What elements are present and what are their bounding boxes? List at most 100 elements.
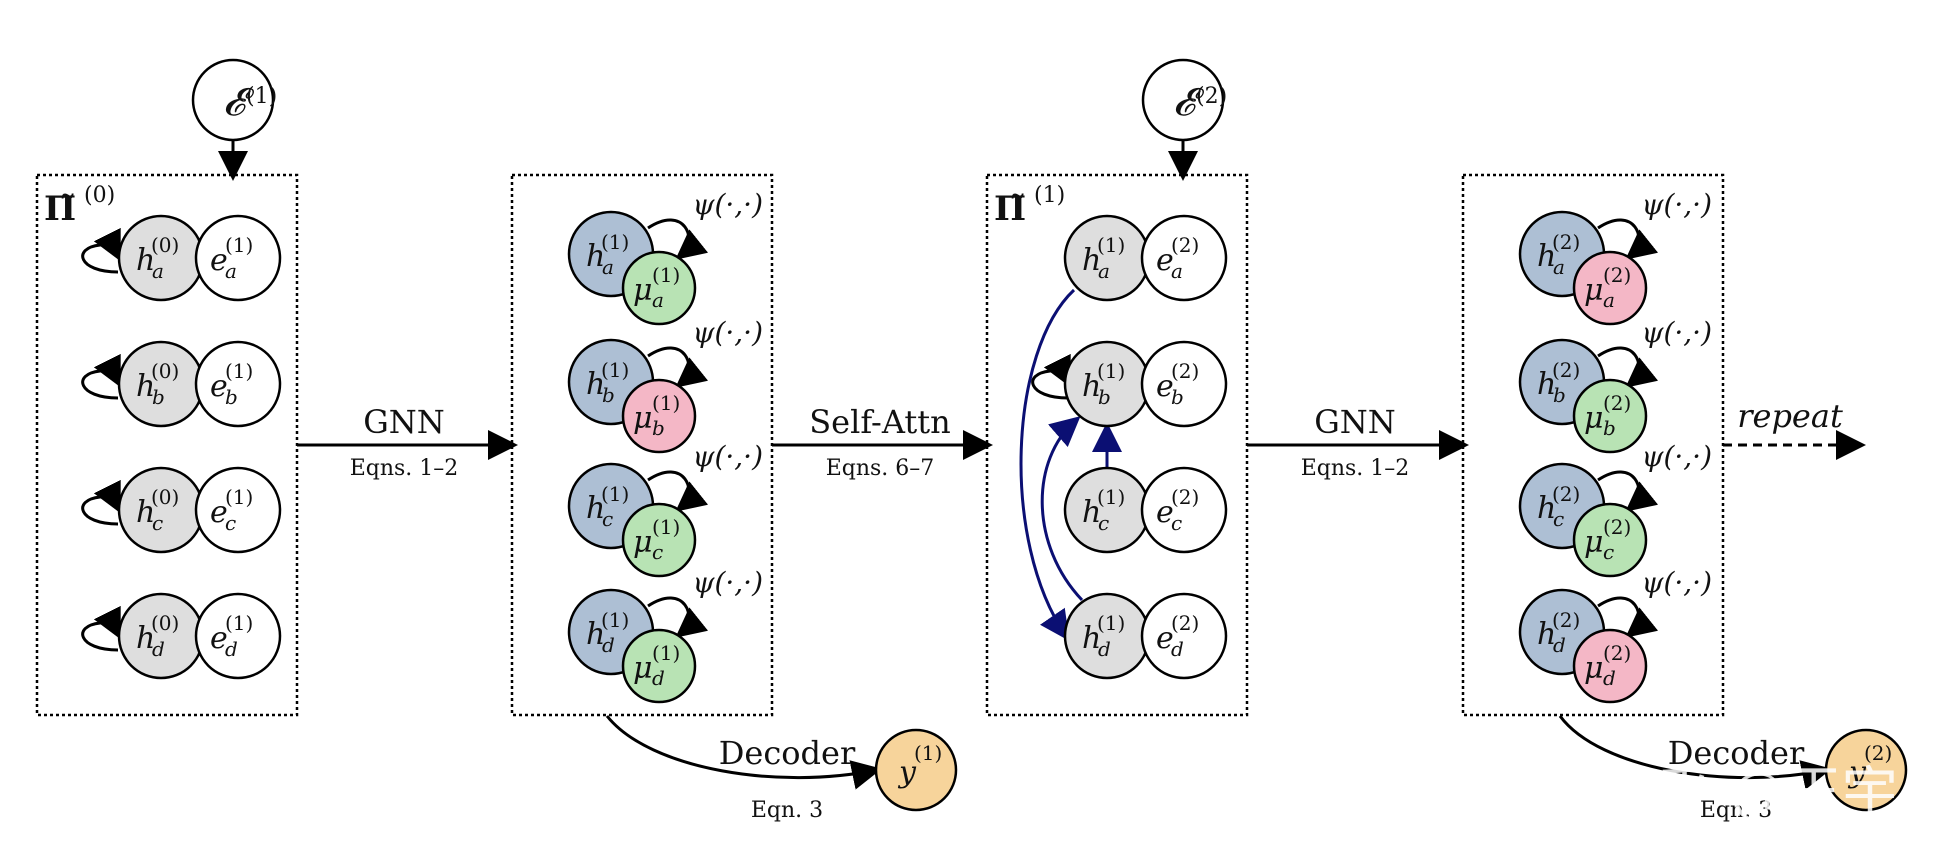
svg-text:(2): (2) <box>1171 359 1199 383</box>
svg-text:(2): (2) <box>1552 482 1580 506</box>
svg-text:b: b <box>1553 383 1566 407</box>
message2-node-d: h d (2) μ d (2) <box>1518 588 1659 704</box>
panel-pi-0: Π̃ (0) h a (0) e a (1) h b (0) e b (1) <box>35 173 299 717</box>
svg-text:h: h <box>1082 243 1101 278</box>
svg-text:b: b <box>225 385 238 409</box>
svg-text:(2): (2) <box>1603 515 1631 539</box>
svg-text:a: a <box>1171 259 1183 283</box>
svg-text:Self-Attn: Self-Attn <box>809 403 950 441</box>
attn-node-c: h c (1) e c (2) <box>1063 466 1228 554</box>
svg-text:μ: μ <box>1584 401 1604 436</box>
svg-text:c: c <box>652 540 663 564</box>
svg-text:Π̃: Π̃ <box>994 189 1026 229</box>
svg-text:(1): (1) <box>1097 359 1125 383</box>
node-row-b: h b (0) e b (1) <box>81 340 282 428</box>
svg-text:(2): (2) <box>1171 233 1199 257</box>
svg-text:b: b <box>1098 385 1111 409</box>
svg-text:(2): (2) <box>1603 641 1631 665</box>
svg-text:(1): (1) <box>1097 485 1125 509</box>
svg-text:ψ(·,·): ψ(·,·) <box>692 566 763 599</box>
edge-self-attn: Self-Attn Eqns. 6–7 <box>772 403 993 481</box>
svg-text:c: c <box>1171 511 1182 535</box>
svg-text:(2): (2) <box>1552 608 1580 632</box>
svg-text:h: h <box>586 239 605 274</box>
svg-text:(1): (1) <box>225 359 253 383</box>
svg-text:(2): (2) <box>1171 611 1199 635</box>
svg-text:h: h <box>136 621 155 656</box>
edge-node <box>194 214 282 302</box>
attn-node-b: h b (1) e b (2) <box>1063 340 1228 428</box>
svg-text:b: b <box>602 383 615 407</box>
svg-text:a: a <box>652 288 664 312</box>
attn-node-d: h d (1) e d (2) <box>1063 592 1228 680</box>
svg-text:h: h <box>586 491 605 526</box>
watermark: 知乎 @王宇 <box>1600 761 1898 826</box>
svg-text:Eqn. 3: Eqn. 3 <box>751 798 823 823</box>
svg-text:d: d <box>225 637 238 661</box>
svg-text:h: h <box>586 617 605 652</box>
svg-text:a: a <box>225 259 237 283</box>
decoder-1: Decoder Eqn. 3 y (1) <box>605 715 958 823</box>
svg-text:(1): (1) <box>601 230 629 254</box>
svg-text:y: y <box>897 755 917 790</box>
svg-text:(2): (2) <box>1603 391 1631 415</box>
svg-text:(1): (1) <box>225 611 253 635</box>
svg-text:Eqns. 1–2: Eqns. 1–2 <box>1301 456 1410 481</box>
message-node-b: h b (1) μ b (1) <box>567 338 709 454</box>
svg-text:e: e <box>210 243 228 278</box>
external-sup: (2) <box>1196 84 1227 109</box>
svg-text:d: d <box>1603 666 1616 690</box>
message2-node-c: h c (2) μ c (2) <box>1518 462 1659 578</box>
svg-text:c: c <box>1603 540 1614 564</box>
node-row-c: h c (0) e c (1) <box>81 466 282 554</box>
svg-text:(1): (1) <box>1097 233 1125 257</box>
svg-text:b: b <box>152 385 165 409</box>
svg-text:h: h <box>1082 369 1101 404</box>
svg-text:a: a <box>1603 288 1615 312</box>
svg-text:ψ(·,·): ψ(·,·) <box>692 316 763 349</box>
svg-text:ψ(·,·): ψ(·,·) <box>1641 440 1712 473</box>
attn-node-a: h a (1) e a (2) <box>1063 214 1228 302</box>
svg-text:e: e <box>210 495 228 530</box>
svg-text:(1): (1) <box>225 233 253 257</box>
message2-node-b: h b (2) μ b (2) <box>1518 338 1659 454</box>
message-node-c: h c (1) μ c (1) <box>567 462 709 578</box>
svg-text:h: h <box>1537 491 1556 526</box>
svg-text:c: c <box>1098 511 1109 535</box>
svg-text:h: h <box>1082 495 1101 530</box>
svg-text:ψ(·,·): ψ(·,·) <box>1641 566 1712 599</box>
edge-gnn-1: GNN Eqns. 1–2 <box>297 403 518 481</box>
svg-text:μ: μ <box>633 525 653 560</box>
svg-text:ψ(·,·): ψ(·,·) <box>692 188 763 221</box>
panel-title-sup: (0) <box>84 183 115 208</box>
svg-text:(1): (1) <box>601 358 629 382</box>
svg-text:(1): (1) <box>225 485 253 509</box>
message-node-a: h a (1) μ a (1) <box>567 210 709 326</box>
svg-text:Eqns. 6–7: Eqns. 6–7 <box>826 456 935 481</box>
svg-text:h: h <box>1537 617 1556 652</box>
svg-text:(1): (1) <box>1034 183 1065 208</box>
svg-text:Decoder: Decoder <box>1668 734 1805 772</box>
panel-title: Π̃ <box>44 189 76 229</box>
svg-text:a: a <box>602 255 614 279</box>
svg-text:a: a <box>1553 255 1565 279</box>
svg-text:b: b <box>1171 385 1184 409</box>
node-row-a: h a (0) e a (1) <box>81 214 282 302</box>
svg-text:Decoder: Decoder <box>719 734 856 772</box>
svg-text:h: h <box>136 495 155 530</box>
svg-text:e: e <box>1156 369 1174 404</box>
svg-text:(2): (2) <box>1552 358 1580 382</box>
svg-text:(0): (0) <box>151 611 179 635</box>
svg-text:(0): (0) <box>151 485 179 509</box>
svg-text:h: h <box>136 369 155 404</box>
svg-text:(2): (2) <box>1552 230 1580 254</box>
svg-text:μ: μ <box>633 273 653 308</box>
svg-text:e: e <box>1156 495 1174 530</box>
svg-text:c: c <box>152 511 163 535</box>
svg-text:Eqns. 1–2: Eqns. 1–2 <box>350 456 459 481</box>
svg-text:a: a <box>152 259 164 283</box>
svg-text:h: h <box>1082 621 1101 656</box>
svg-text:repeat: repeat <box>1737 397 1843 435</box>
svg-text:c: c <box>225 511 236 535</box>
